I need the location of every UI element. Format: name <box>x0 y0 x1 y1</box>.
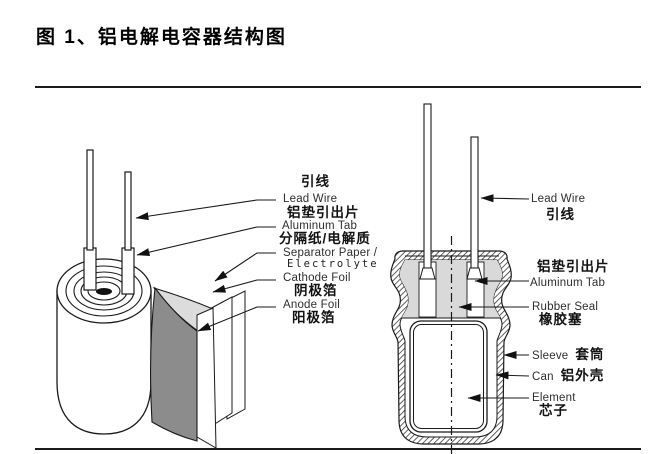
label-element-zh: 芯子 <box>539 403 568 418</box>
label-sleeve: Sleeve 套筒 <box>532 347 605 362</box>
leader-lines-right <box>458 194 530 402</box>
wound-element-diagram <box>56 149 246 449</box>
leader-separator <box>214 252 276 282</box>
anode-foil-sheet <box>150 286 198 442</box>
lead-wire-left <box>86 149 94 251</box>
label-sleeve-en: Sleeve <box>532 350 569 362</box>
leader-anode-foil <box>197 306 276 332</box>
label-rubber-seal-zh: 橡胶塞 <box>539 312 583 327</box>
label-sleeve-zh: 套筒 <box>575 347 605 362</box>
label-separator-en: Separator Paper / <box>283 247 378 259</box>
lead-flare-right <box>466 267 483 280</box>
label-r-lead-wire-en: Lead Wire <box>531 193 586 205</box>
label-rubber-seal-en: Rubber Seal <box>532 301 599 313</box>
label-cathode-foil-zh: 阴极箔 <box>294 283 338 298</box>
label-anode-foil-zh: 阳极箔 <box>292 310 336 325</box>
top-rule <box>35 86 641 88</box>
label-lead-wire-en: Lead Wire <box>283 193 338 205</box>
label-r-aluminum-tab-zh: 铝垫引出片 <box>537 259 610 274</box>
lead-flare-left <box>419 267 436 280</box>
leader-lead-wire-left <box>135 199 276 221</box>
label-aluminum-tab-zh: 铝垫引出片 <box>287 205 360 220</box>
element-shape <box>409 320 488 433</box>
lead-wire-can-left <box>423 103 432 269</box>
leader-cathode-foil <box>212 279 276 293</box>
label-aluminum-tab-en: Aluminum Tab <box>282 220 358 232</box>
leader-aluminum-tab-left <box>136 226 276 257</box>
label-cathode-foil-en: Cathode Foil <box>283 272 351 284</box>
lead-wire-can-right <box>470 136 479 269</box>
aluminum-tab-right <box>121 247 135 295</box>
label-element-en: Element <box>532 392 576 404</box>
label-lead-wire-zh: 引线 <box>301 174 330 189</box>
can-cross-section-diagram <box>390 103 512 454</box>
leader-lead-wire-right <box>480 194 530 203</box>
bottom-rule <box>35 448 641 450</box>
leader-lines-left <box>135 199 276 332</box>
label-can: Can 铝外壳 <box>532 368 605 383</box>
label-r-aluminum-tab-en: Aluminum Tab <box>530 277 606 289</box>
label-electrolyte-en: Electrolyte <box>287 258 379 270</box>
element-inner-line <box>413 324 484 429</box>
winding-center-dot <box>96 288 112 295</box>
cathode-foil-sheet <box>196 307 217 449</box>
figure-title: 图 1、铝电解电容器结构图 <box>36 27 287 48</box>
label-can-zh: 铝外壳 <box>560 368 605 383</box>
leader-can <box>495 371 530 380</box>
label-can-en: Can <box>532 371 554 383</box>
aluminum-tab-left <box>83 247 97 291</box>
label-anode-foil-en: Anode Foil <box>283 299 340 311</box>
label-r-lead-wire-zh: 引线 <box>546 207 575 222</box>
cylinder-body <box>56 290 152 435</box>
lead-wire-right <box>124 171 132 251</box>
label-separator-zh: 分隔纸/电解质 <box>279 231 371 246</box>
